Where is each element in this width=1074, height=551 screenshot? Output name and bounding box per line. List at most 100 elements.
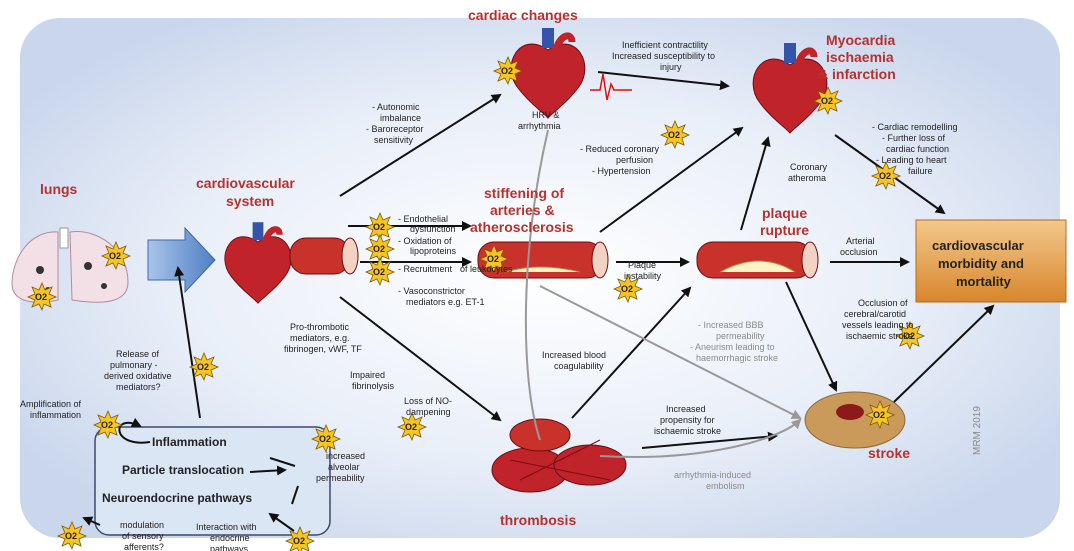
svg-text:mediators e.g. ET-1: mediators e.g. ET-1 bbox=[406, 297, 485, 307]
title-thrombosis: thrombosis bbox=[500, 512, 576, 528]
mechanisms-box bbox=[94, 426, 331, 536]
title-cardiac-changes: cardiac changes bbox=[468, 7, 578, 23]
svg-text:O2: O2 bbox=[35, 292, 47, 302]
svg-text:O2: O2 bbox=[821, 96, 833, 106]
grey-annotation-labels: - Increased BBB permeability - Aneurism … bbox=[674, 320, 778, 491]
svg-text:Coronary: Coronary bbox=[790, 162, 828, 172]
svg-text:ischaemic stroke: ischaemic stroke bbox=[846, 331, 913, 341]
svg-text:Arterial: Arterial bbox=[846, 236, 875, 246]
svg-text:- Reduced coronary: - Reduced coronary bbox=[580, 144, 660, 154]
svg-text:Impaired: Impaired bbox=[350, 370, 385, 380]
svg-text:- Aneurism leading to: - Aneurism leading to bbox=[690, 342, 775, 352]
svg-text:Plaque: Plaque bbox=[628, 260, 656, 270]
svg-text:endocrine: endocrine bbox=[210, 533, 250, 543]
artery-stiffening bbox=[477, 241, 609, 279]
svg-text:modulation: modulation bbox=[120, 520, 164, 530]
svg-text:O2: O2 bbox=[903, 331, 915, 341]
svg-text:afferents?: afferents? bbox=[124, 542, 164, 551]
svg-text:HRV &: HRV & bbox=[532, 110, 559, 120]
svg-text:dampening: dampening bbox=[406, 407, 451, 417]
svg-text:O2: O2 bbox=[197, 362, 209, 372]
title-plaque-1: plaque bbox=[762, 205, 807, 221]
svg-text:Pro-thrombotic: Pro-thrombotic bbox=[290, 322, 350, 332]
svg-text:Increased: Increased bbox=[666, 404, 706, 414]
svg-text:lipoproteins: lipoproteins bbox=[410, 246, 457, 256]
svg-text:haemorrhagic stroke: haemorrhagic stroke bbox=[696, 353, 778, 363]
title-lungs: lungs bbox=[40, 181, 78, 197]
svg-text:alveolar: alveolar bbox=[328, 462, 360, 472]
svg-text:O2: O2 bbox=[65, 531, 77, 541]
svg-text:propensity for: propensity for bbox=[660, 415, 715, 425]
svg-text:of sensory: of sensory bbox=[122, 531, 164, 541]
outcome-box bbox=[915, 219, 1067, 303]
svg-text:dysfunction: dysfunction bbox=[410, 224, 456, 234]
svg-text:- Oxidation of: - Oxidation of bbox=[398, 236, 452, 246]
brain-illustration bbox=[804, 391, 906, 449]
outcome-line-1: cardiovascular bbox=[932, 238, 1024, 253]
svg-text:O2: O2 bbox=[101, 420, 113, 430]
svg-text:fibrinolysis: fibrinolysis bbox=[352, 381, 395, 391]
grey-arrows bbox=[524, 129, 802, 458]
thrombosis-illustration bbox=[491, 418, 627, 493]
svg-text:O2: O2 bbox=[293, 536, 305, 546]
flow-arrows bbox=[82, 71, 995, 532]
svg-text:sensitivity: sensitivity bbox=[374, 135, 414, 145]
svg-text:O2: O2 bbox=[373, 244, 385, 254]
svg-text:- Endothelial: - Endothelial bbox=[398, 214, 448, 224]
svg-text:O2: O2 bbox=[879, 171, 891, 181]
title-myocardia-3: & infarction bbox=[818, 66, 896, 82]
title-stiffening-1: stiffening of bbox=[484, 185, 564, 201]
title-myocardia-1: Myocardia bbox=[826, 32, 895, 48]
svg-text:- Further loss of: - Further loss of bbox=[882, 133, 946, 143]
svg-text:O2: O2 bbox=[621, 284, 633, 294]
svg-text:instability: instability bbox=[624, 271, 662, 281]
svg-text:O2: O2 bbox=[373, 267, 385, 277]
outcome-line-2: morbidity and bbox=[938, 256, 1024, 271]
svg-text:- Hypertension: - Hypertension bbox=[592, 166, 651, 176]
signature: MRM 2019 bbox=[972, 406, 983, 455]
svg-text:cardiac function: cardiac function bbox=[886, 144, 949, 154]
svg-text:- Cardiac remodelling: - Cardiac remodelling bbox=[872, 122, 958, 132]
svg-text:- Baroreceptor: - Baroreceptor bbox=[366, 124, 424, 134]
svg-text:arrhythmia-induced: arrhythmia-induced bbox=[674, 470, 751, 480]
svg-text:Release of: Release of bbox=[116, 349, 160, 359]
svg-text:atheroma: atheroma bbox=[788, 173, 826, 183]
svg-text:O2: O2 bbox=[109, 251, 121, 261]
svg-text:fibrinogen, vWF, TF: fibrinogen, vWF, TF bbox=[284, 344, 362, 354]
svg-text:mediators, e.g.: mediators, e.g. bbox=[290, 333, 350, 343]
svg-text:cerebral/carotid: cerebral/carotid bbox=[844, 309, 906, 319]
svg-text:mediators?: mediators? bbox=[116, 382, 161, 392]
svg-text:- Autonomic: - Autonomic bbox=[372, 102, 420, 112]
svg-text:O2: O2 bbox=[405, 422, 417, 432]
title-cv-system-2: system bbox=[226, 193, 274, 209]
svg-text:Interaction with: Interaction with bbox=[196, 522, 257, 532]
title-plaque-2: rupture bbox=[760, 222, 809, 238]
svg-text:pulmonary -: pulmonary - bbox=[110, 360, 158, 370]
box-particle-translocation: Particle translocation bbox=[122, 463, 244, 477]
artery-cv-system bbox=[289, 237, 359, 275]
svg-text:inflammation: inflammation bbox=[30, 410, 81, 420]
svg-text:O2: O2 bbox=[487, 254, 499, 264]
svg-text:occlusion: occlusion bbox=[840, 247, 878, 257]
box-neuroendocrine: Neuroendocrine pathways bbox=[102, 491, 252, 505]
svg-text:embolism: embolism bbox=[706, 481, 745, 491]
svg-text:- Vasoconstrictor: - Vasoconstrictor bbox=[398, 286, 465, 296]
svg-text:Loss of NO-: Loss of NO- bbox=[404, 396, 452, 406]
svg-text:coagulability: coagulability bbox=[554, 361, 604, 371]
svg-text:O2: O2 bbox=[373, 222, 385, 232]
lungs-to-system-arrow bbox=[147, 226, 216, 294]
svg-text:O2: O2 bbox=[668, 130, 680, 140]
title-myocardia-2: ischaemia bbox=[826, 49, 894, 65]
svg-text:O2: O2 bbox=[319, 434, 331, 444]
svg-text:- Recruitment: - Recruitment bbox=[398, 264, 453, 274]
title-stroke: stroke bbox=[868, 445, 910, 461]
svg-text:injury: injury bbox=[660, 62, 682, 72]
svg-text:imbalance: imbalance bbox=[380, 113, 421, 123]
annotation-labels: - Autonomic imbalance - Baroreceptor sen… bbox=[20, 40, 958, 551]
title-stiffening-2: arteries & bbox=[490, 202, 555, 218]
svg-text:Increased susceptibility to: Increased susceptibility to bbox=[612, 51, 715, 61]
svg-text:failure: failure bbox=[908, 166, 933, 176]
box-inflammation: Inflammation bbox=[152, 435, 227, 449]
o2-markers: O2 O2 O2 O2 O2 O2 O2 O2 O2 O2 O2 O2 O2 O… bbox=[27, 56, 925, 551]
